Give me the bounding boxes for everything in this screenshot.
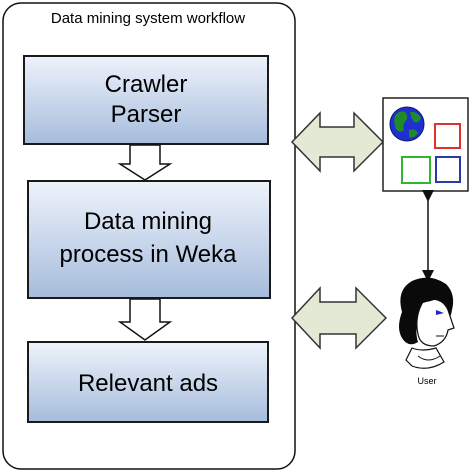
blue-square-icon	[435, 156, 461, 183]
down-arrow-1	[117, 144, 173, 181]
step-relevant-ads: Relevant ads	[27, 341, 269, 423]
step-2-line-1: Data mining	[84, 208, 212, 235]
step-3-line-1: Relevant ads	[78, 370, 218, 397]
green-square-icon	[401, 156, 431, 184]
double-arrow-lower	[290, 286, 388, 350]
web-window-icon	[382, 97, 469, 192]
user-label: User	[417, 376, 436, 386]
down-arrow-2	[117, 298, 173, 341]
workflow-title: Data mining system workflow	[51, 10, 245, 27]
step-2-line-2: process in Weka	[60, 241, 238, 268]
user-icon	[399, 277, 455, 369]
step-1-line-1: Crawler	[105, 71, 188, 98]
globe-icon	[389, 106, 425, 142]
red-square-icon	[434, 123, 461, 149]
double-arrow-upper	[290, 111, 385, 173]
step-crawler-parser: Crawler Parser	[23, 55, 269, 145]
step-data-mining-process: Data mining process in Weka	[27, 180, 271, 299]
step-1-line-2: Parser	[111, 101, 182, 128]
